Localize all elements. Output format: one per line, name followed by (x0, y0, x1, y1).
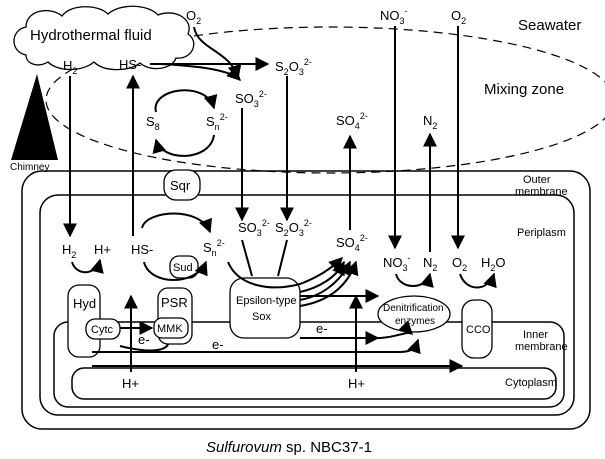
sox-label-1: Epsilon-type (236, 295, 297, 307)
hyd-label: Hyd (73, 296, 96, 311)
so4-periplasm: SO42- (336, 233, 368, 253)
organism-caption: Sulfurovum sp. NBC37-1 (206, 439, 372, 456)
sn-top: Sn2- (206, 112, 228, 132)
chimney-shape (11, 74, 58, 160)
h2o-periplasm: H2O (481, 255, 506, 273)
electron-label-3: e- (212, 337, 224, 352)
mmk-label: MMK (157, 323, 183, 335)
o2-periplasm: O2 (452, 255, 467, 273)
no3-top: NO3- (380, 6, 408, 26)
inner-membrane-label-1: Inner (523, 329, 548, 341)
cco-label: CCO (466, 324, 491, 336)
s2o3-top: S2O32- (275, 57, 312, 77)
o2-top-right: O2 (451, 8, 466, 26)
periplasm-label: Periplasm (517, 227, 566, 239)
h2-periplasm: H2 (62, 242, 76, 260)
outer-membrane-label-1: Outer (523, 174, 551, 186)
denitrification-label-2: enzymes (395, 316, 435, 327)
sox-label-2: Sox (252, 311, 271, 323)
cytoplasm-label: Cytoplasm (505, 377, 557, 389)
so3-periplasm: SO32- (238, 218, 270, 238)
no3-periplasm: NO3- (383, 253, 411, 273)
electron-label-1: e- (138, 332, 150, 347)
s2o3-periplasm: S2O32- (275, 218, 312, 238)
hplus-cytoplasm-right: H+ (348, 376, 365, 391)
so4-top: SO42- (336, 111, 368, 131)
inner-membrane-label-2: membrane (515, 341, 568, 353)
n2-top: N2 (423, 113, 437, 131)
hydrothermal-fluid-label: Hydrothermal fluid (30, 27, 152, 44)
n2-periplasm: N2 (423, 255, 437, 273)
so3-top: SO32- (235, 89, 267, 109)
sud-label: Sud (173, 262, 193, 274)
psr-label: PSR (161, 295, 188, 310)
hplus-periplasm: H+ (94, 242, 111, 257)
outer-membrane (22, 171, 590, 429)
sn-periplasm: Sn2- (203, 238, 225, 258)
mixing-zone-label: Mixing zone (484, 81, 564, 98)
outer-membrane-label-2: membrane (515, 186, 568, 198)
hs-top: HS- (119, 57, 141, 72)
cytc-label: Cytc (91, 324, 114, 336)
sqr-arrows (142, 214, 210, 233)
hplus-cytoplasm-left: H+ (122, 376, 139, 391)
denitrification-label-1: Denitrification (383, 303, 444, 314)
hs-periplasm: HS- (131, 242, 153, 257)
seawater-label: Seawater (518, 17, 581, 34)
s8-top: S8 (146, 114, 160, 132)
electron-label-2: e- (316, 321, 328, 336)
sqr-label: Sqr (170, 178, 191, 193)
